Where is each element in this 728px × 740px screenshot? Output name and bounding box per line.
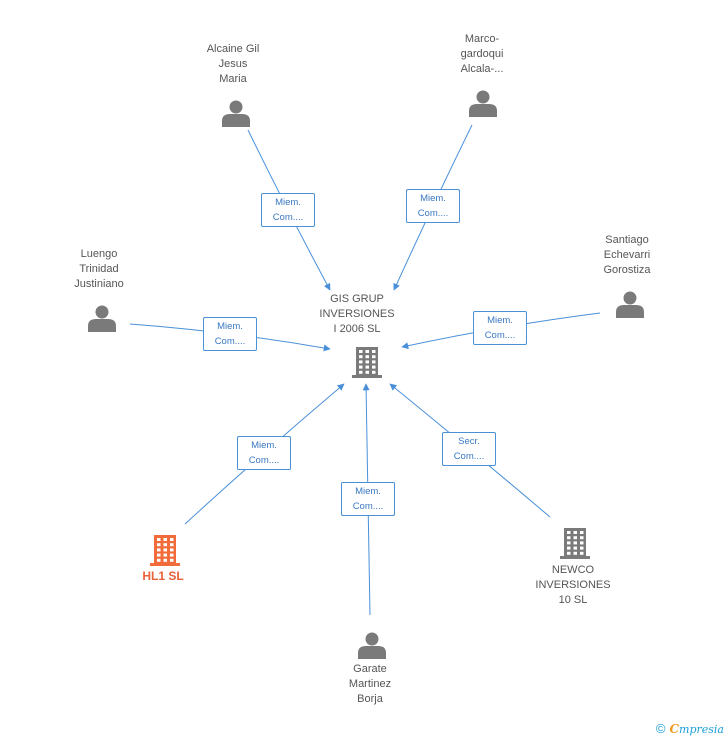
node-label-newco[interactable]: NEWCO INVERSIONES 10 SL — [535, 564, 611, 606]
newco-building-icon[interactable] — [560, 528, 590, 559]
edge-label-alcaine[interactable]: Miem. Com.... — [261, 193, 315, 227]
node-label-marco[interactable]: Marco- gardoqui Alcala-... — [460, 33, 504, 75]
marco-person-icon[interactable] — [469, 90, 497, 118]
edge-label-marco[interactable]: Miem. Com.... — [406, 189, 460, 223]
brand-initial: C — [669, 722, 680, 736]
node-label-alcaine[interactable]: Alcaine Gil Jesus Maria — [206, 43, 260, 85]
node-label-santiago[interactable]: Santiago Echevarri Gorostiza — [603, 234, 651, 276]
node-label-luengo[interactable]: Luengo Trinidad Justiniano — [74, 248, 124, 290]
garate-person-icon[interactable] — [358, 632, 386, 660]
edge-label-garate[interactable]: Miem. Com.... — [341, 482, 395, 516]
santiago-person-icon[interactable] — [616, 291, 644, 319]
hl1-building-icon[interactable] — [150, 535, 180, 566]
luengo-person-icon[interactable] — [88, 305, 116, 333]
brand-name: mpresia — [679, 723, 724, 736]
gis-building-icon[interactable] — [352, 347, 382, 378]
edge-label-hl1[interactable]: Miem. Com.... — [237, 436, 291, 470]
alcaine-person-icon[interactable] — [222, 100, 250, 128]
node-label-gis[interactable]: GIS GRUP INVERSIONES I 2006 SL — [319, 293, 395, 335]
node-label-garate[interactable]: Garate Martinez Borja — [348, 663, 392, 705]
footer-brand: ©Cmpresia — [656, 721, 724, 736]
edge-label-newco[interactable]: Secr. Com.... — [442, 432, 496, 466]
node-label-hl1[interactable]: HL1 SL — [142, 569, 184, 583]
copyright-symbol: © — [655, 721, 666, 736]
edge-label-luengo[interactable]: Miem. Com.... — [203, 317, 257, 351]
edge-label-santiago[interactable]: Miem. Com.... — [473, 311, 527, 345]
